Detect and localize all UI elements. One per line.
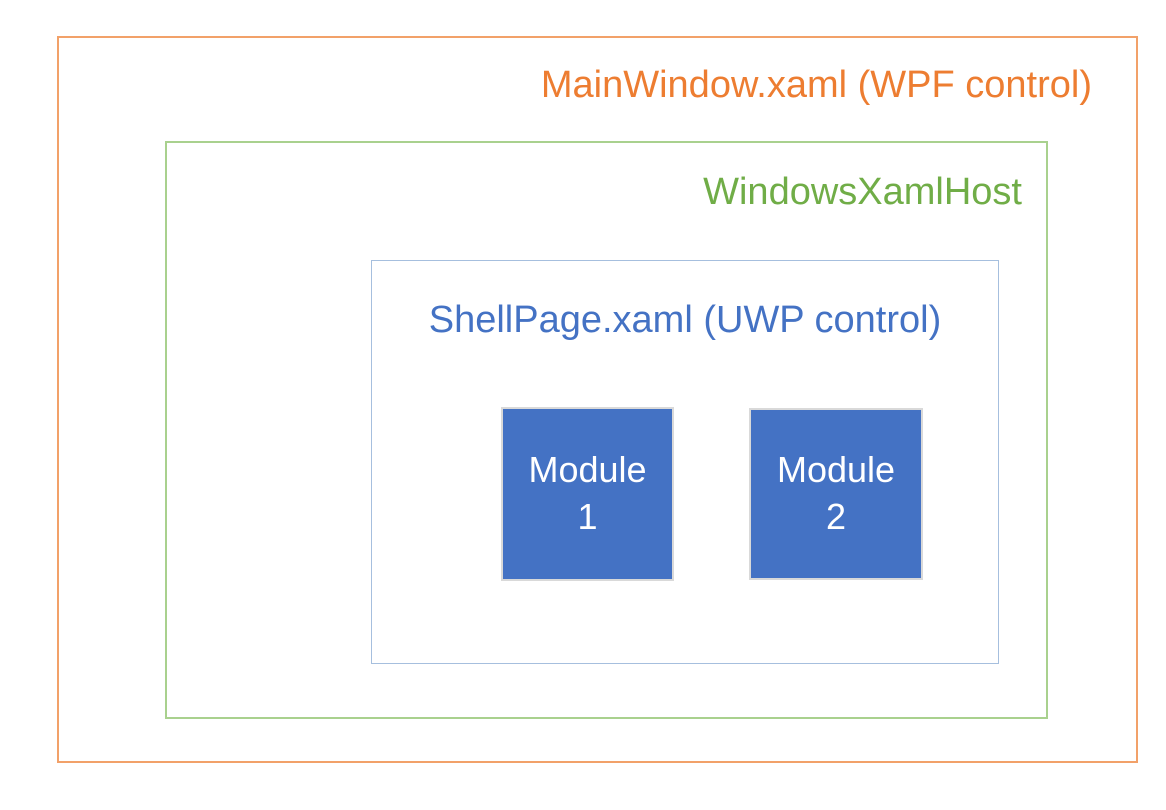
module-1-box: Module 1 — [501, 407, 674, 581]
module-1-number: 1 — [577, 496, 598, 537]
shellpage-box: ShellPage.xaml (UWP control) Module 1 Mo… — [371, 260, 999, 664]
module-2-number: 2 — [825, 496, 847, 537]
module-2-box: Module 2 — [749, 408, 923, 580]
mainwindow-box: MainWindow.xaml (WPF control) WindowsXam… — [57, 36, 1138, 763]
mainwindow-label: MainWindow.xaml (WPF control) — [540, 64, 1092, 106]
windowsxamlhost-label: WindowsXamlHost — [703, 171, 1022, 213]
shellpage-label: ShellPage.xaml (UWP control) — [428, 299, 942, 341]
module-2-name: Module — [776, 449, 896, 491]
module-1-name: Module — [528, 449, 647, 491]
windowsxamlhost-box: WindowsXamlHost ShellPage.xaml (UWP cont… — [165, 141, 1048, 719]
